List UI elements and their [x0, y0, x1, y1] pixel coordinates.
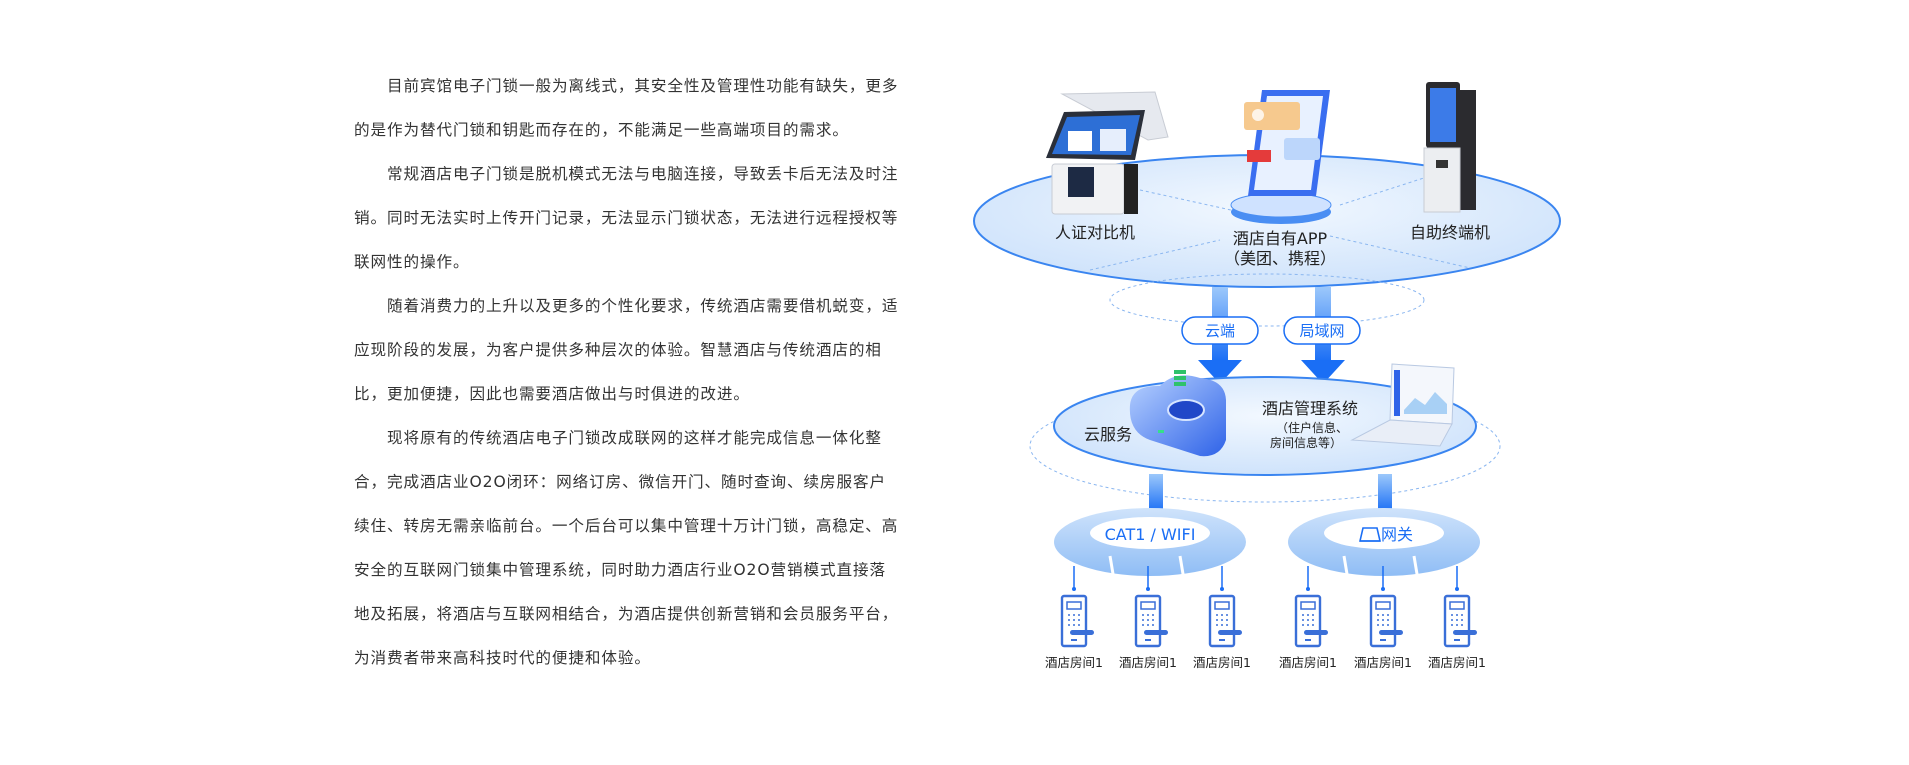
paragraph-line: 随着消费力的上升以及更多的个性化要求，传统酒店需要借机蜕变，适: [387, 297, 899, 315]
label-pms: 酒店管理系统: [1262, 399, 1358, 418]
platform-dividers: [1089, 175, 1471, 271]
hub-label-cat1-wifi: CAT1 / WIFI: [1105, 525, 1196, 544]
gateway-router-icon: [1358, 527, 1382, 542]
door-lock-icon: [1443, 594, 1477, 648]
paragraph-line: 合，完成酒店业O2O闭环：网络订房、微信开门、随时查询、续房服客户: [354, 473, 886, 491]
label-id-verifier: 人证对比机: [1055, 223, 1135, 242]
paragraph-line: 销。同时无法实时上传开门记录，无法显示门锁状态，无法进行远程授权等: [354, 209, 899, 227]
door-lock-icon: [1294, 594, 1328, 648]
paragraph-line: 目前宾馆电子门锁一般为离线式，其安全性及管理性功能有缺失，更多: [387, 77, 899, 95]
label-pms-sub1: （住户信息、: [1276, 420, 1348, 435]
paragraph-line: 现将原有的传统酒店电子门锁改成联网的这样才能完成信息一体化整: [387, 429, 882, 447]
hub-label-gateway: 网关: [1381, 525, 1413, 544]
article-text: 目前宾馆电子门锁一般为离线式，其安全性及管理性功能有缺失，更多的是作为替代门锁和…: [354, 64, 899, 680]
label-cloud-service: 云服务: [1084, 425, 1132, 444]
self-service-kiosk-icon: [1423, 82, 1476, 213]
room-lock: 酒店房间1: [1279, 566, 1337, 670]
label-hotel-app-sub: （美团、携程）: [1224, 249, 1336, 268]
id-verifier-device-icon: [1046, 91, 1169, 215]
room-lock: 酒店房间1: [1045, 566, 1103, 670]
paragraph-line: 续住、转房无需亲临前台。一个后台可以集中管理十万计门锁，高稳定、高: [354, 517, 899, 535]
door-lock-icon: [1369, 594, 1403, 648]
hub-cat1-wifi: CAT1 / WIFI: [1054, 508, 1246, 581]
room-label: 酒店房间1: [1045, 655, 1103, 670]
paragraph-line: 应现阶段的发展，为客户提供多种层次的体验。智慧酒店与传统酒店的相: [354, 341, 882, 359]
link-pill-lan: 局域网: [1283, 316, 1361, 345]
label-hotel-app: 酒店自有APP: [1233, 229, 1328, 248]
room-label: 酒店房间1: [1119, 655, 1177, 670]
hub-gateway: 网关: [1288, 508, 1480, 581]
paragraph-line: 安全的互联网门锁集中管理系统，同时助力酒店行业O2O营销模式直接落: [354, 561, 886, 579]
room-lock: 酒店房间1: [1119, 566, 1177, 670]
paragraph-line: 的是作为替代门锁和钥匙而存在的，不能满足一些高端项目的需求。: [354, 121, 849, 139]
door-lock-icon: [1134, 594, 1168, 648]
link-label-cloud: 云端: [1205, 322, 1235, 340]
link-pill-cloud: 云端: [1181, 316, 1259, 345]
room-lock: 酒店房间1: [1193, 566, 1251, 670]
paragraph-line: 比，更加便捷，因此也需要酒店做出与时俱进的改进。: [354, 385, 750, 403]
paragraph-line: 地及拓展，将酒店与互联网相结合，为酒店提供创新营销和会员服务平台，: [354, 605, 899, 623]
link-label-lan: 局域网: [1299, 322, 1344, 340]
laptop-icon: [1350, 363, 1455, 447]
label-kiosk: 自助终端机: [1410, 223, 1490, 242]
paragraph-line: 为消费者带来高科技时代的便捷和体验。: [354, 649, 651, 667]
room-label: 酒店房间1: [1428, 655, 1486, 670]
paragraph-line: 常规酒店电子门锁是脱机模式无法与电脑连接，导致丢卡后无法及时注: [387, 165, 899, 183]
room-lock: 酒店房间1: [1428, 566, 1486, 670]
paragraph-line: 联网性的操作。: [354, 253, 470, 271]
door-lock-icon: [1208, 594, 1242, 648]
room-label: 酒店房间1: [1354, 655, 1412, 670]
room-label: 酒店房间1: [1279, 655, 1337, 670]
label-pms-sub2: 房间信息等）: [1270, 435, 1342, 450]
cloud-server-icon: [1129, 370, 1226, 457]
door-lock-icon: [1060, 594, 1094, 648]
top-dashed-ring: [1109, 273, 1425, 327]
hotel-app-phone-icon: [1230, 90, 1332, 224]
room-lock: 酒店房间1: [1354, 566, 1412, 670]
room-label: 酒店房间1: [1193, 655, 1251, 670]
